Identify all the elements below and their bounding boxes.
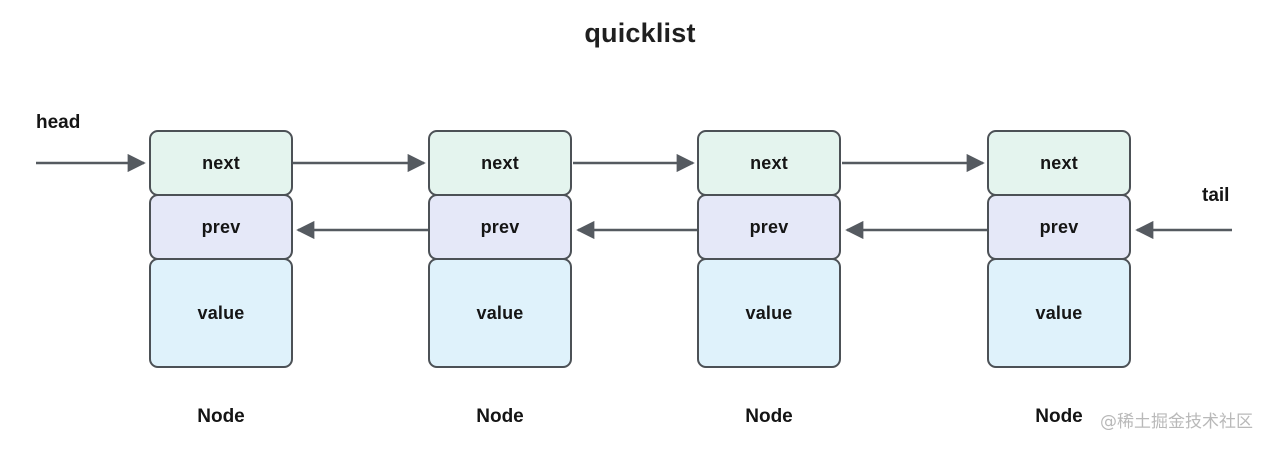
node-field-prev: prev bbox=[428, 194, 572, 260]
node-field-next: next bbox=[697, 130, 841, 196]
list-node: next prev value bbox=[149, 130, 293, 368]
node-field-prev: prev bbox=[987, 194, 1131, 260]
head-label: head bbox=[36, 112, 81, 133]
list-node: next prev value bbox=[428, 130, 572, 368]
tail-label: tail bbox=[1202, 185, 1230, 206]
node-field-value: value bbox=[149, 258, 293, 368]
list-node: next prev value bbox=[697, 130, 841, 368]
list-node: next prev value bbox=[987, 130, 1131, 368]
node-field-value: value bbox=[697, 258, 841, 368]
watermark: @稀土掘金技术社区 bbox=[1100, 412, 1253, 432]
node-field-value: value bbox=[428, 258, 572, 368]
node-caption: Node bbox=[1035, 406, 1083, 427]
node-field-value: value bbox=[987, 258, 1131, 368]
node-caption: Node bbox=[197, 406, 245, 427]
page-title: quicklist bbox=[584, 18, 696, 48]
node-caption: Node bbox=[745, 406, 793, 427]
node-field-next: next bbox=[149, 130, 293, 196]
node-field-next: next bbox=[987, 130, 1131, 196]
node-field-prev: prev bbox=[149, 194, 293, 260]
node-caption: Node bbox=[476, 406, 524, 427]
node-field-next: next bbox=[428, 130, 572, 196]
node-field-prev: prev bbox=[697, 194, 841, 260]
